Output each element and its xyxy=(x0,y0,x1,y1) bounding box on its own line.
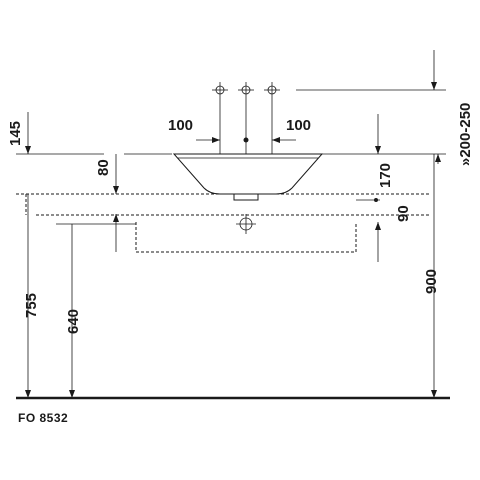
dim-100-left: 100 xyxy=(168,117,193,134)
tap-hole-center xyxy=(238,82,254,98)
cabinet-outline xyxy=(135,222,357,253)
dim-900: 900 xyxy=(423,269,440,294)
dim-100-right: 100 xyxy=(286,117,311,134)
basin-bowl xyxy=(172,153,324,195)
dim-640: 640 xyxy=(65,309,82,334)
dim-145: 145 xyxy=(7,121,24,146)
dim-200-250: »200-250 xyxy=(457,103,474,166)
product-code: FO 8532 xyxy=(18,411,68,425)
tap-hole-left xyxy=(212,82,228,98)
basin-drain xyxy=(233,194,259,201)
dim-170: 170 xyxy=(377,163,394,188)
dim-90: 90 xyxy=(395,205,412,222)
dim-755: 755 xyxy=(23,293,40,318)
dim-80: 80 xyxy=(95,159,112,176)
tap-center-dot xyxy=(243,137,249,143)
tap-hole-right xyxy=(264,82,280,98)
